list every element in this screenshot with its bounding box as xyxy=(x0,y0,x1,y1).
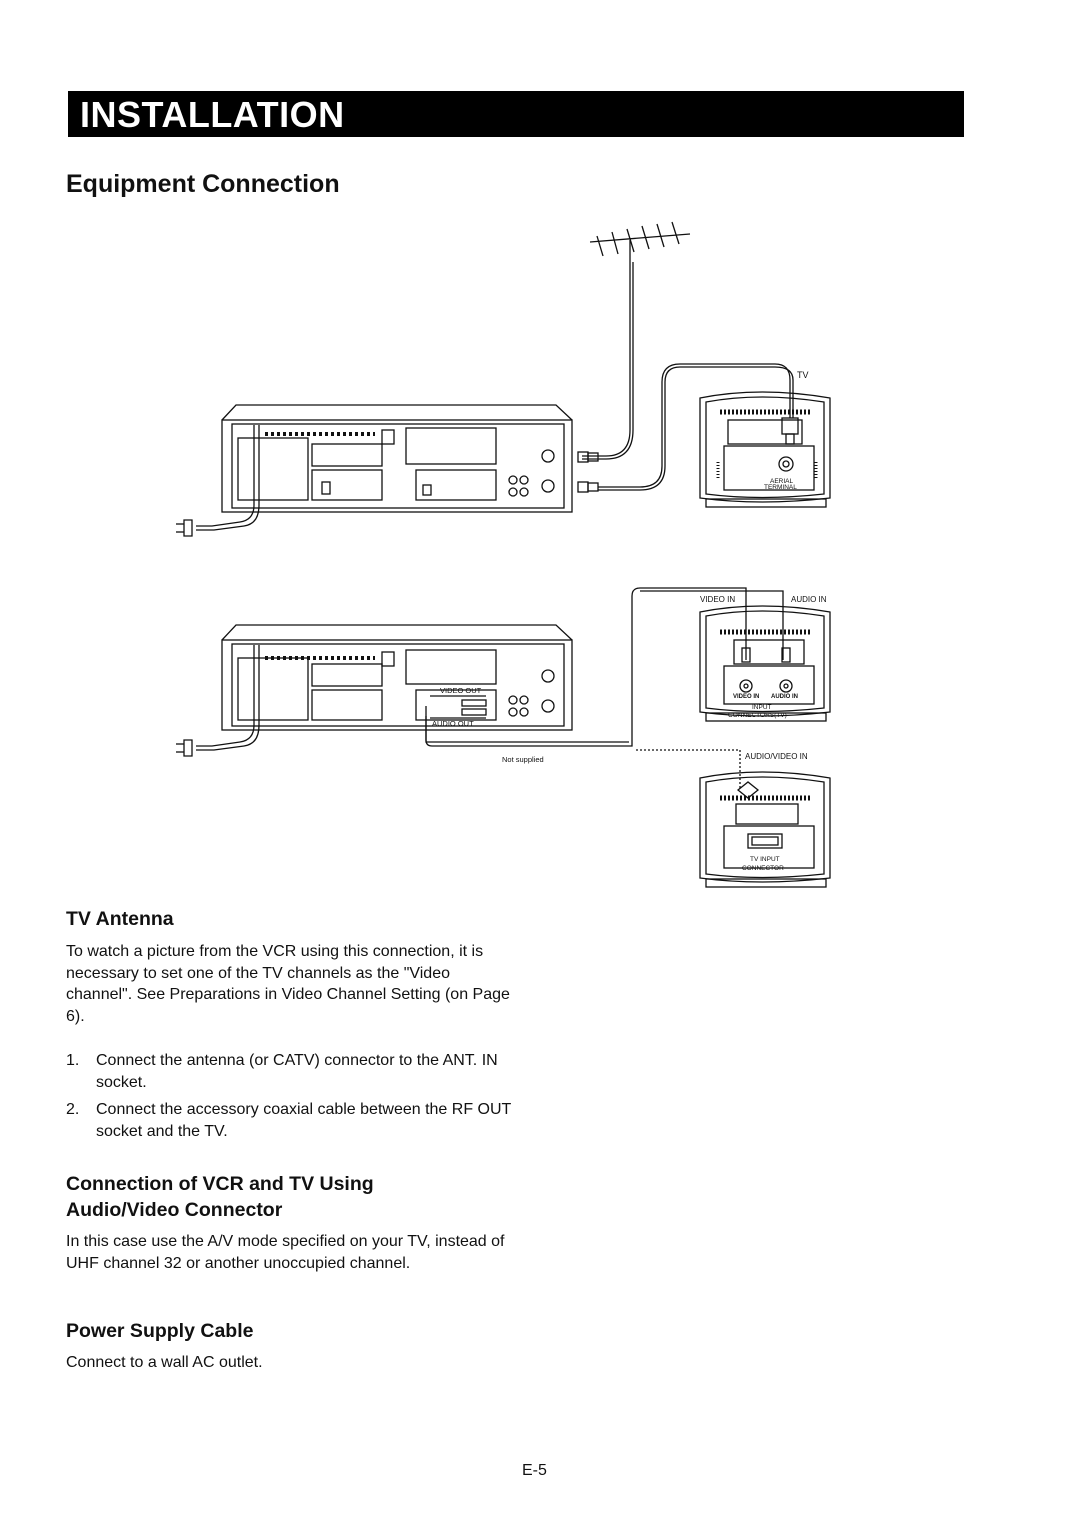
vcr-middle-icon xyxy=(176,587,784,790)
power-text: Connect to a wall AC outlet. xyxy=(66,1354,263,1371)
power-heading: Power Supply Cable xyxy=(66,1320,254,1342)
aerial-label-1: AERIAL xyxy=(770,478,794,485)
audio-in-label: AUDIO IN xyxy=(791,595,827,604)
panel-audio-in: AUDIO IN xyxy=(771,694,798,700)
tv-input-label-1: TV INPUT xyxy=(750,856,780,863)
step-text: Connect the accessory coaxial cable betw… xyxy=(96,1101,512,1140)
aerial-label-2: TERMINAL xyxy=(764,484,797,491)
audio-out-label: AUDIO OUT xyxy=(432,719,474,728)
step-number: 2. xyxy=(66,1101,80,1118)
antenna-icon xyxy=(582,221,691,460)
input-label-1: INPUT xyxy=(752,704,772,711)
tv-bottom-icon xyxy=(699,771,831,888)
installation-banner: INSTALLATION xyxy=(68,91,964,137)
connection-diagram: TV AERIAL TERMINAL VIDEO IN AUDIO IN VID… xyxy=(176,221,831,888)
av-connector-heading-2: Audio/Video Connector xyxy=(66,1199,283,1221)
video-out-label: VIDEO OUT xyxy=(440,686,482,695)
banner-title: INSTALLATION xyxy=(80,94,345,135)
vcr-top-icon xyxy=(176,363,794,537)
tv-input-label-2: CONNECTOR xyxy=(742,865,784,872)
tv-label: TV xyxy=(797,370,809,380)
panel-video-in: VIDEO IN xyxy=(733,694,759,700)
not-supplied-label: Not supplied xyxy=(502,755,544,764)
tv-top-icon xyxy=(699,391,831,508)
video-in-label: VIDEO IN xyxy=(700,595,735,604)
tv-antenna-heading: TV Antenna xyxy=(66,908,174,930)
input-label-2: CONNECTORS(TV) xyxy=(728,712,787,719)
tv-antenna-intro: To watch a picture from the VCR using th… xyxy=(66,943,510,1025)
av-connector-heading-1: Connection of VCR and TV Using xyxy=(66,1173,374,1195)
audio-video-in-label: AUDIO/VIDEO IN xyxy=(745,752,808,761)
step-text: Connect the antenna (or CATV) connector … xyxy=(96,1052,498,1091)
page-title: Equipment Connection xyxy=(66,170,340,198)
step-number: 1. xyxy=(66,1052,80,1069)
av-connector-text: In this case use the A/V mode specified … xyxy=(66,1233,505,1272)
page-number: E-5 xyxy=(522,1462,547,1479)
tv-middle-icon xyxy=(699,605,831,722)
